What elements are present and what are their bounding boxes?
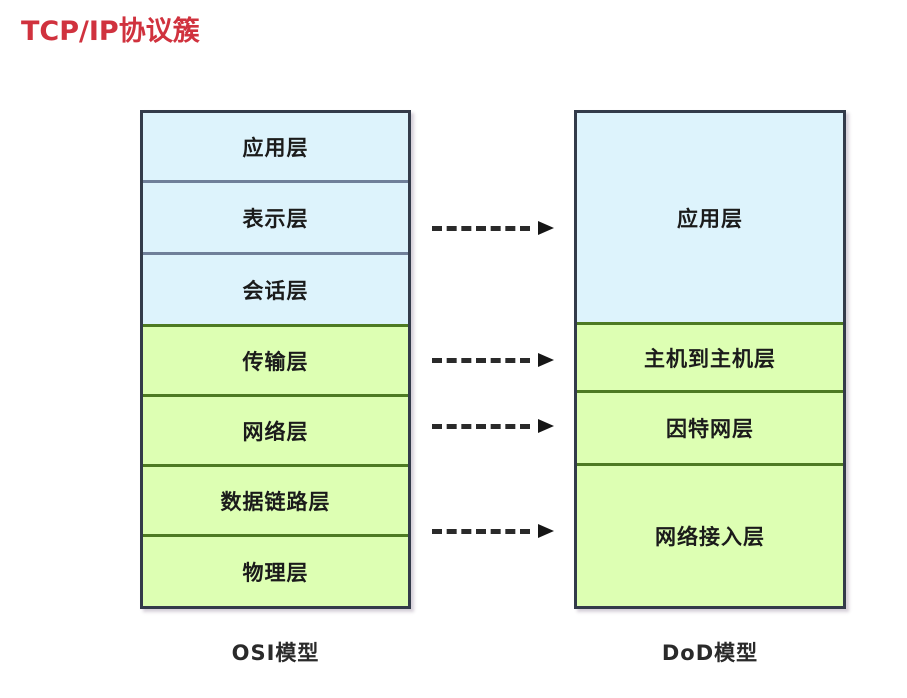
arrow-head — [538, 419, 554, 433]
osi-layer-application[interactable]: 应用层 — [143, 113, 408, 183]
arrow-head — [538, 353, 554, 367]
mapping-arrow-link-icon — [432, 524, 554, 538]
arrow-head — [538, 524, 554, 538]
dod-layer-host-to-host-label: 主机到主机层 — [644, 346, 776, 371]
osi-layer-physical-label: 物理层 — [242, 560, 309, 585]
osi-layer-datalink-label: 数据链路层 — [220, 489, 331, 514]
osi-model-stack: 应用层 表示层 会话层 传输层 网络层 数据链路层 物理层 — [140, 110, 411, 609]
arrow-shaft — [432, 358, 530, 363]
osi-layer-network[interactable]: 网络层 — [143, 397, 408, 467]
arrow-head — [538, 221, 554, 235]
dod-model-stack: 应用层 主机到主机层 因特网层 网络接入层 — [574, 110, 846, 609]
osi-layer-presentation[interactable]: 表示层 — [143, 183, 408, 255]
osi-layer-presentation-label: 表示层 — [242, 206, 309, 231]
osi-layer-transport[interactable]: 传输层 — [143, 327, 408, 397]
dod-layer-host-to-host[interactable]: 主机到主机层 — [577, 325, 843, 393]
mapping-arrow-application-icon — [432, 221, 554, 235]
osi-layer-session-label: 会话层 — [242, 278, 309, 303]
arrow-shaft — [432, 226, 530, 231]
osi-layer-physical[interactable]: 物理层 — [143, 537, 408, 606]
osi-layer-transport-label: 传输层 — [242, 349, 309, 374]
page-title: TCP/IP协议簇 — [21, 16, 200, 47]
osi-layer-network-label: 网络层 — [242, 419, 309, 444]
osi-layer-application-label: 应用层 — [242, 135, 309, 160]
dod-layer-application-label: 应用层 — [677, 206, 743, 231]
dod-layer-network-access[interactable]: 网络接入层 — [577, 466, 843, 606]
mapping-arrow-transport-icon — [432, 353, 554, 367]
dod-layer-network-access-label: 网络接入层 — [655, 525, 765, 549]
mapping-arrow-network-icon — [432, 419, 554, 433]
arrow-shaft — [432, 424, 530, 429]
osi-layer-session[interactable]: 会话层 — [143, 255, 408, 327]
dod-layer-internet[interactable]: 因特网层 — [577, 393, 843, 466]
osi-model-caption: OSI模型 — [231, 641, 320, 665]
osi-layer-datalink[interactable]: 数据链路层 — [143, 467, 408, 537]
dod-layer-application[interactable]: 应用层 — [577, 113, 843, 325]
arrow-shaft — [432, 529, 530, 534]
dod-layer-internet-label: 因特网层 — [666, 417, 754, 441]
dod-model-caption: DoD模型 — [661, 641, 759, 665]
